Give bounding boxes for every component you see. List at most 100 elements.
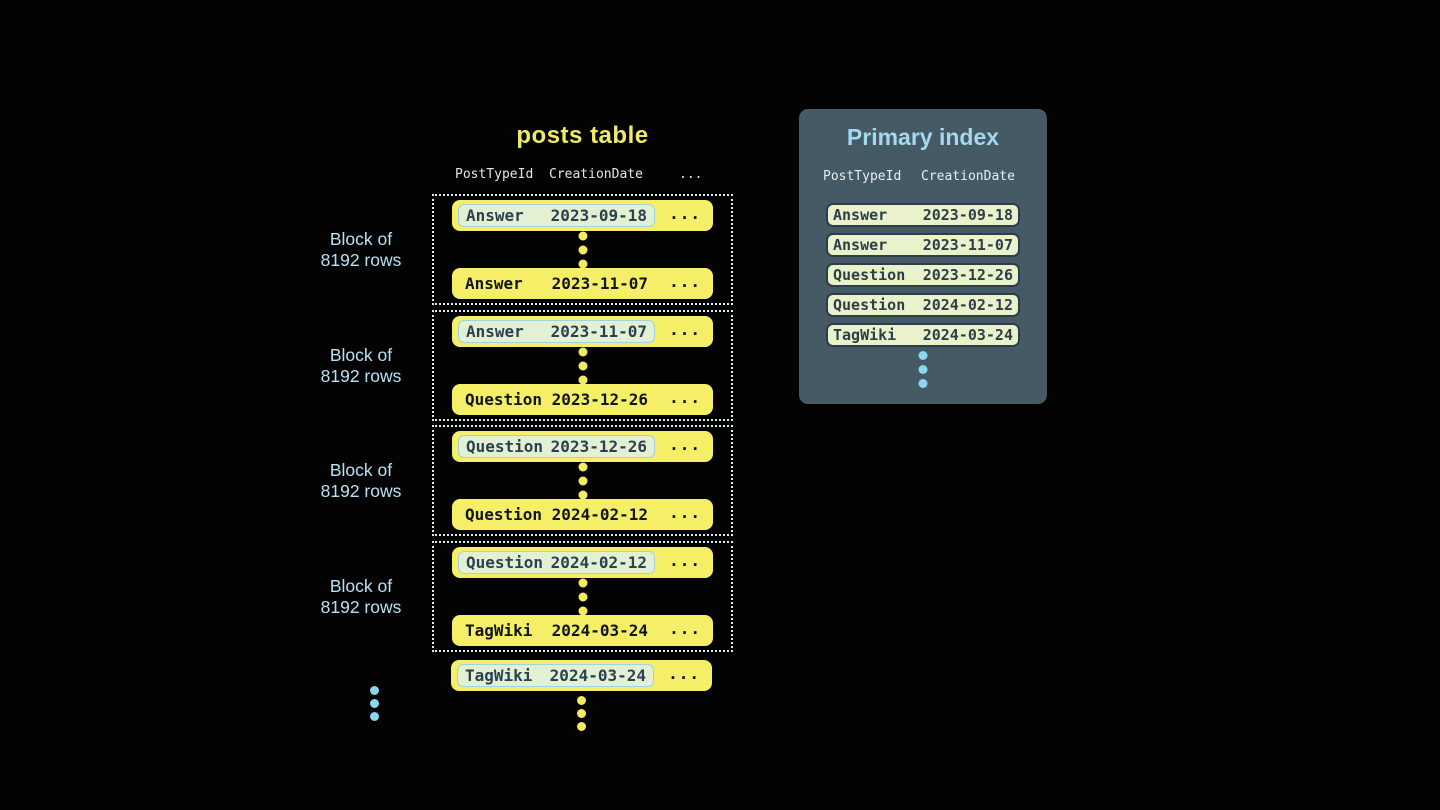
creation-date-value: 2023-09-18 <box>922 206 1013 224</box>
table-row-last: Question 2023-12-26 ... <box>452 384 713 415</box>
dot <box>577 709 586 718</box>
block-label-line1: Block of <box>329 460 393 480</box>
row-ellipsis: ... <box>669 203 701 223</box>
post-type-value: Question <box>465 390 543 409</box>
block-label-3: Block of 8192 rows <box>296 460 426 502</box>
creation-date-value: 2023-09-18 <box>550 206 647 225</box>
hidden-rows-dots <box>578 578 587 615</box>
more-index-entries-dots <box>918 351 928 388</box>
dot <box>578 245 587 254</box>
post-type-value: TagWiki <box>833 326 897 344</box>
index-entry: Answer 2023-09-18 <box>826 203 1020 227</box>
table-row-last: TagWiki 2024-03-24 ... <box>452 615 713 646</box>
block-label-2: Block of 8192 rows <box>296 345 426 387</box>
block-label-1: Block of 8192 rows <box>296 229 426 271</box>
creation-date-value: 2023-11-07 <box>922 236 1013 254</box>
index-entry: TagWiki 2024-03-24 <box>826 323 1020 347</box>
post-type-value: Question <box>466 437 544 456</box>
column-header-creationdate: CreationDate <box>921 169 1015 184</box>
indexed-entry-highlight: Question 2023-12-26 <box>458 435 655 458</box>
row-block-3: Question 2023-12-26 ... Question 2024-02… <box>432 425 733 536</box>
block-label-line2: 8192 rows <box>320 366 402 386</box>
dot <box>578 462 587 471</box>
column-header-creationdate: CreationDate <box>549 167 643 182</box>
row-ellipsis: ... <box>669 618 701 638</box>
creation-date-value: 2024-02-12 <box>551 505 648 524</box>
post-type-value: Answer <box>833 236 888 254</box>
creation-date-value: 2024-03-24 <box>922 326 1013 344</box>
dot <box>370 699 379 708</box>
post-type-value: Question <box>833 296 906 314</box>
dot <box>578 578 587 587</box>
post-type-value: TagWiki <box>465 666 533 685</box>
creation-date-value: 2023-12-26 <box>551 390 648 409</box>
dot <box>578 592 587 601</box>
column-header-posttypeid: PostTypeId <box>823 169 902 184</box>
post-type-value: Question <box>465 505 543 524</box>
table-row-first: Answer 2023-09-18 ... <box>452 200 713 231</box>
hidden-rows-dots <box>578 462 587 499</box>
row-ellipsis: ... <box>669 271 701 291</box>
indexed-entry-highlight: Question 2024-02-12 <box>458 551 655 574</box>
creation-date-value: 2024-03-24 <box>551 621 648 640</box>
hidden-rows-dots <box>578 347 587 384</box>
dot <box>577 722 586 731</box>
post-type-value: Answer <box>465 274 523 293</box>
post-type-value: Answer <box>833 206 888 224</box>
dot <box>578 375 587 384</box>
creation-date-value: 2024-03-24 <box>549 666 646 685</box>
creation-date-value: 2024-02-12 <box>550 553 647 572</box>
dot <box>918 379 928 388</box>
table-row-last: Question 2024-02-12 ... <box>452 499 713 530</box>
row-ellipsis: ... <box>669 387 701 407</box>
dot <box>578 259 587 268</box>
row-block-1: Answer 2023-09-18 ... Answer 2023-11-07 … <box>432 194 733 305</box>
table-row-first: Answer 2023-11-07 ... <box>452 316 713 347</box>
hidden-rows-dots <box>578 231 587 268</box>
primary-index-panel: Primary index PostTypeId CreationDate An… <box>799 109 1047 404</box>
row-ellipsis: ... <box>669 550 701 570</box>
dot <box>578 361 587 370</box>
row-values: TagWiki 2024-03-24 <box>458 619 655 642</box>
indexed-entry-highlight: TagWiki 2024-03-24 <box>457 664 654 687</box>
block-label-line2: 8192 rows <box>320 481 402 501</box>
post-type-value: Answer <box>466 206 524 225</box>
post-type-value: TagWiki <box>465 621 533 640</box>
creation-date-value: 2023-12-26 <box>550 437 647 456</box>
primary-index-title: Primary index <box>846 124 1000 150</box>
block-label-line2: 8192 rows <box>320 597 402 617</box>
indexed-entry-highlight: Answer 2023-11-07 <box>458 320 655 343</box>
row-block-4: Question 2024-02-12 ... TagWiki 2024-03-… <box>432 541 733 652</box>
post-type-value: Question <box>833 266 906 284</box>
dot <box>918 351 928 360</box>
dot <box>578 490 587 499</box>
row-ellipsis: ... <box>669 319 701 339</box>
dot <box>578 347 587 356</box>
index-entry: Question 2023-12-26 <box>826 263 1020 287</box>
column-header-ellipsis: ... <box>679 167 703 182</box>
creation-date-value: 2023-11-07 <box>551 274 648 293</box>
post-type-value: Question <box>466 553 544 572</box>
dot <box>577 696 586 705</box>
block-label-line2: 8192 rows <box>320 250 402 270</box>
creation-date-value: 2024-02-12 <box>922 296 1013 314</box>
index-entry: Answer 2023-11-07 <box>826 233 1020 257</box>
indexed-entry-highlight: Answer 2023-09-18 <box>458 204 655 227</box>
row-values: Question 2024-02-12 <box>458 503 655 526</box>
post-type-value: Answer <box>466 322 524 341</box>
dot <box>578 231 587 240</box>
block-label-4: Block of 8192 rows <box>296 576 426 618</box>
row-ellipsis: ... <box>669 434 701 454</box>
creation-date-value: 2023-12-26 <box>922 266 1013 284</box>
column-header-posttypeid: PostTypeId <box>455 167 534 182</box>
row-values: Answer 2023-11-07 <box>458 272 655 295</box>
more-blocks-dots <box>370 686 379 721</box>
block-label-line1: Block of <box>329 345 393 365</box>
row-block-2: Answer 2023-11-07 ... Question 2023-12-2… <box>432 310 733 421</box>
dot <box>918 365 928 374</box>
block-label-line1: Block of <box>329 576 393 596</box>
more-rows-dots <box>577 696 586 731</box>
table-row-first: Question 2023-12-26 ... <box>452 431 713 462</box>
block-label-line1: Block of <box>329 229 393 249</box>
